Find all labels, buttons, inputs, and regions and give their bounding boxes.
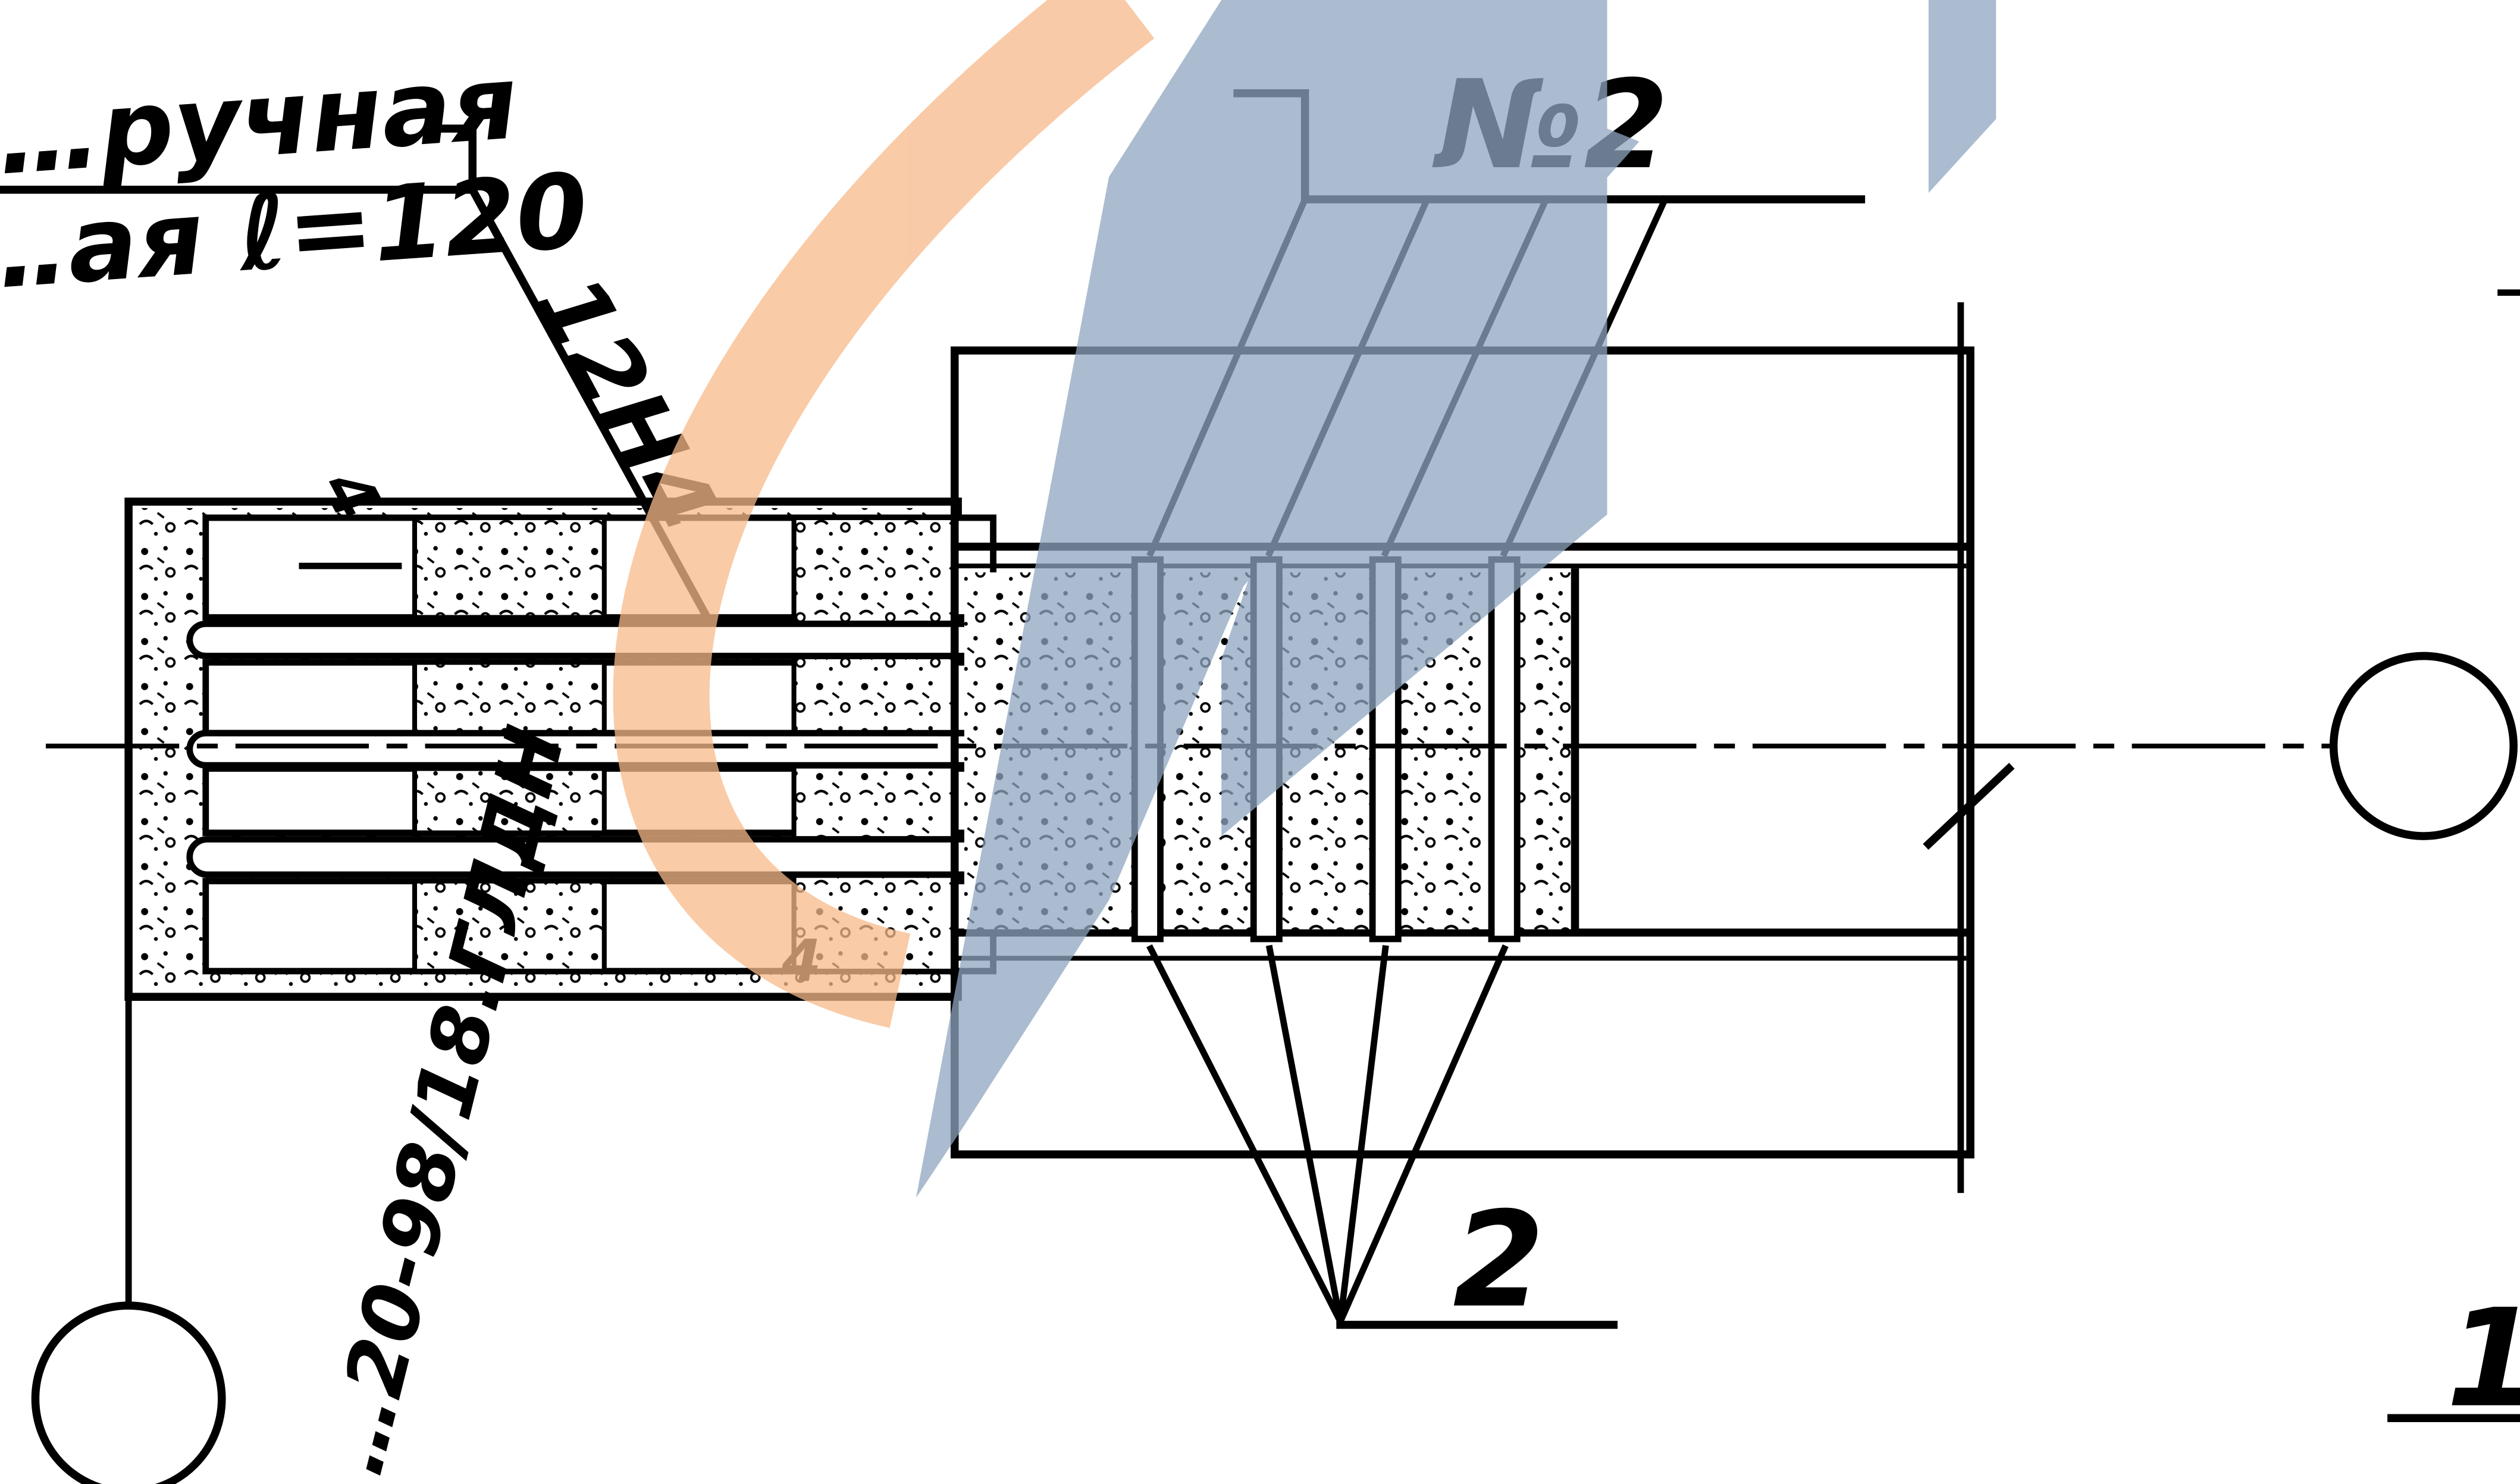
section-circle-icon (31, 1301, 226, 1484)
right-edge-mark (2387, 289, 2520, 1422)
right-edge-mark-label: 1 (2446, 1280, 2520, 1438)
watermark-logo (613, 0, 1996, 1198)
callout-bottom-label: 2 (1453, 1184, 1544, 1337)
leader-lines-bottom (1146, 944, 1618, 1329)
grid-line-left (31, 993, 226, 1484)
section-circle-icon (2329, 652, 2518, 840)
